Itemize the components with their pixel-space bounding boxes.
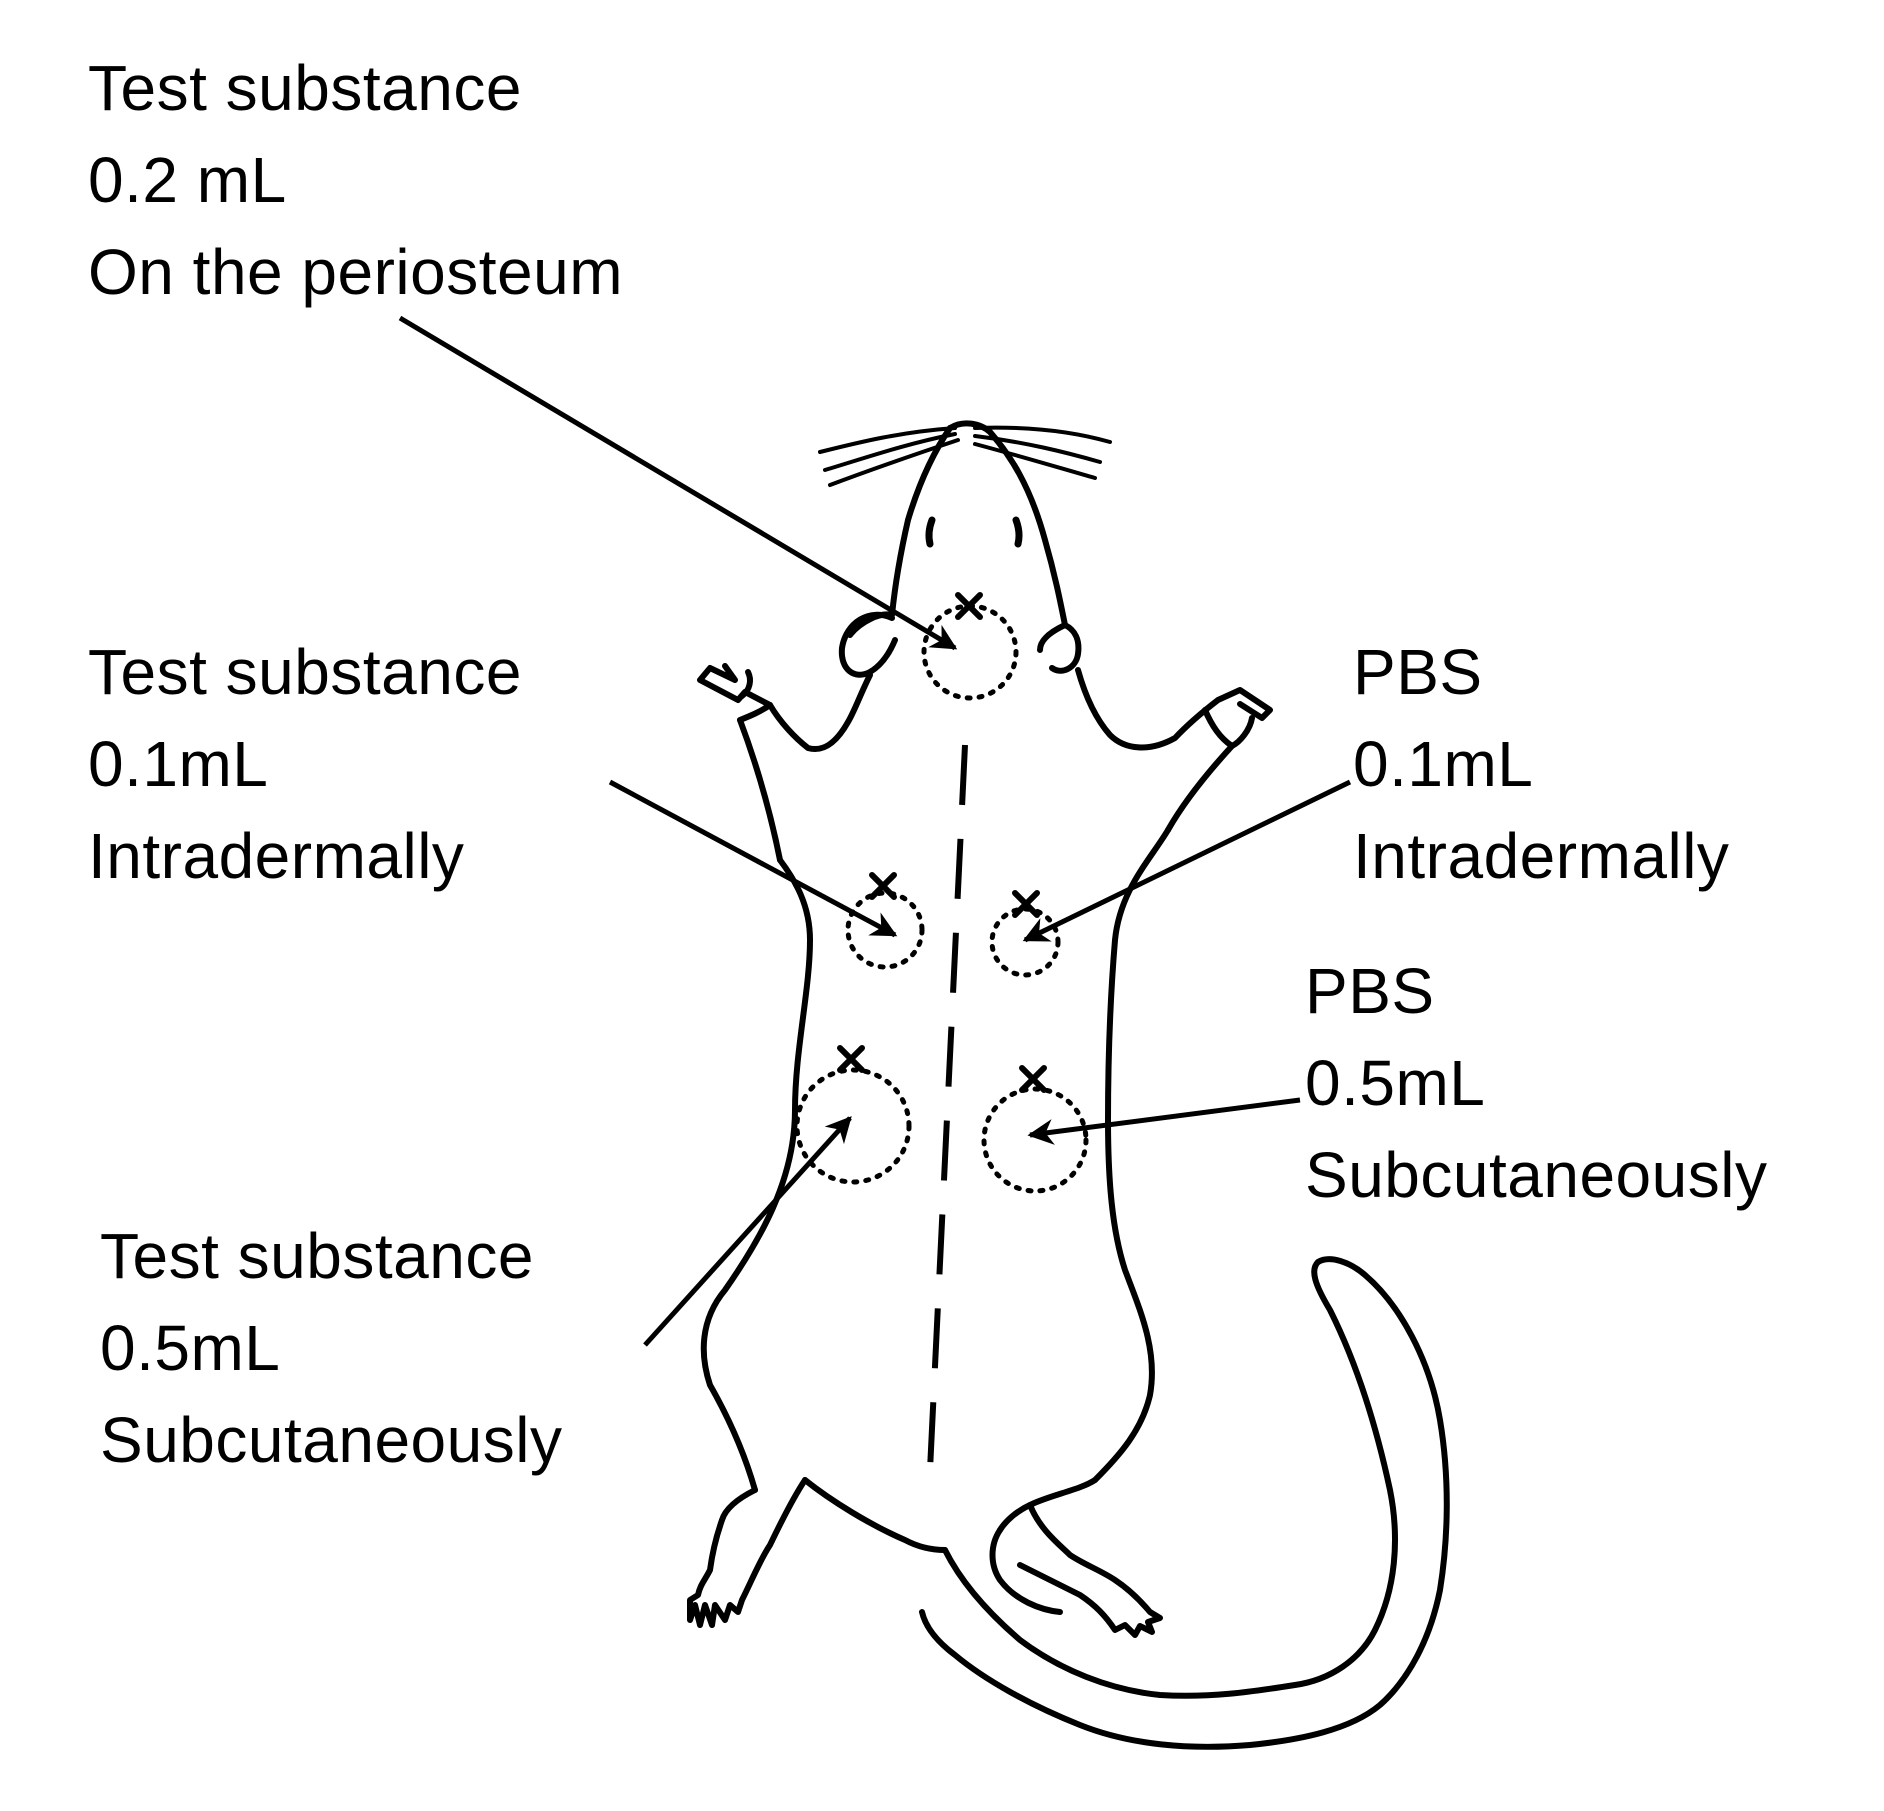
rat-right-arm (1075, 667, 1273, 751)
label-periosteum: Test substance 0.2 mL On the periosteum (88, 42, 623, 318)
label-pbs-subcutaneous: PBS 0.5mL Subcutaneously (1305, 945, 1767, 1221)
x-mark-icon (837, 1045, 865, 1073)
x-mark-icon (1019, 1065, 1047, 1093)
label-pbs-subcutaneous-substance: PBS (1305, 955, 1435, 1027)
rat-left-arm (697, 663, 873, 752)
label-test-intradermal-route: Intradermally (88, 820, 465, 892)
label-pbs-intradermal-route: Intradermally (1353, 820, 1730, 892)
rat-eye-left (925, 516, 936, 548)
x-mark-icon (1012, 890, 1040, 918)
label-test-subcutaneous: Test substance 0.5mL Subcutaneously (100, 1210, 562, 1486)
x-mark-icon (955, 592, 983, 620)
site-pbs-intradermal-circle (989, 906, 1061, 978)
rat-body-right (1092, 827, 1171, 1483)
label-test-subcutaneous-volume: 0.5mL (100, 1312, 281, 1384)
rat-left-hind-leg (687, 1477, 808, 1628)
arrows (398, 315, 1352, 1347)
label-test-intradermal-volume: 0.1mL (88, 728, 269, 800)
site-test-intradermal-circle (845, 890, 925, 970)
site-periosteum-circle (921, 603, 1019, 701)
label-test-intradermal-substance: Test substance (88, 636, 522, 708)
injection-sites (794, 603, 1089, 1194)
arrow-test-intradermal (608, 779, 898, 938)
label-pbs-subcutaneous-volume: 0.5mL (1305, 1047, 1486, 1119)
rat-body-left (700, 857, 813, 1493)
arrow-pbs-subcutaneous (1027, 1097, 1301, 1145)
label-test-subcutaneous-substance: Test substance (100, 1220, 534, 1292)
x-marks (837, 592, 1047, 1093)
label-periosteum-substance: Test substance (88, 52, 522, 124)
x-mark-icon (869, 872, 897, 900)
arrow-test-subcutaneous (643, 1116, 852, 1347)
arrow-pbs-intradermal (1022, 779, 1352, 943)
whiskers (818, 425, 1112, 487)
label-pbs-intradermal-substance: PBS (1353, 636, 1483, 708)
arrow-periosteum (398, 315, 958, 651)
site-test-subcutaneous-circle (794, 1067, 912, 1185)
label-pbs-intradermal-volume: 0.1mL (1353, 728, 1534, 800)
rat-ear-left (838, 611, 898, 678)
site-pbs-subcutaneous-circle (981, 1086, 1089, 1194)
label-pbs-subcutaneous-route: Subcutaneously (1305, 1139, 1768, 1211)
label-periosteum-route: On the periosteum (88, 236, 623, 308)
label-test-subcutaneous-route: Subcutaneously (100, 1404, 563, 1476)
rat-eye-right (1012, 516, 1023, 548)
label-test-intradermal: Test substance 0.1mL Intradermally (88, 626, 522, 902)
label-periosteum-volume: 0.2 mL (88, 144, 287, 216)
label-pbs-intradermal: PBS 0.1mL Intradermally (1353, 626, 1729, 902)
rat-right-hind-leg (997, 1477, 1098, 1533)
rat-outline (687, 420, 1450, 1750)
rat-tail (919, 1256, 1450, 1750)
rat-head (947, 420, 1068, 653)
midline-dashed (927, 744, 968, 1471)
rat-ear-right (1049, 622, 1082, 674)
